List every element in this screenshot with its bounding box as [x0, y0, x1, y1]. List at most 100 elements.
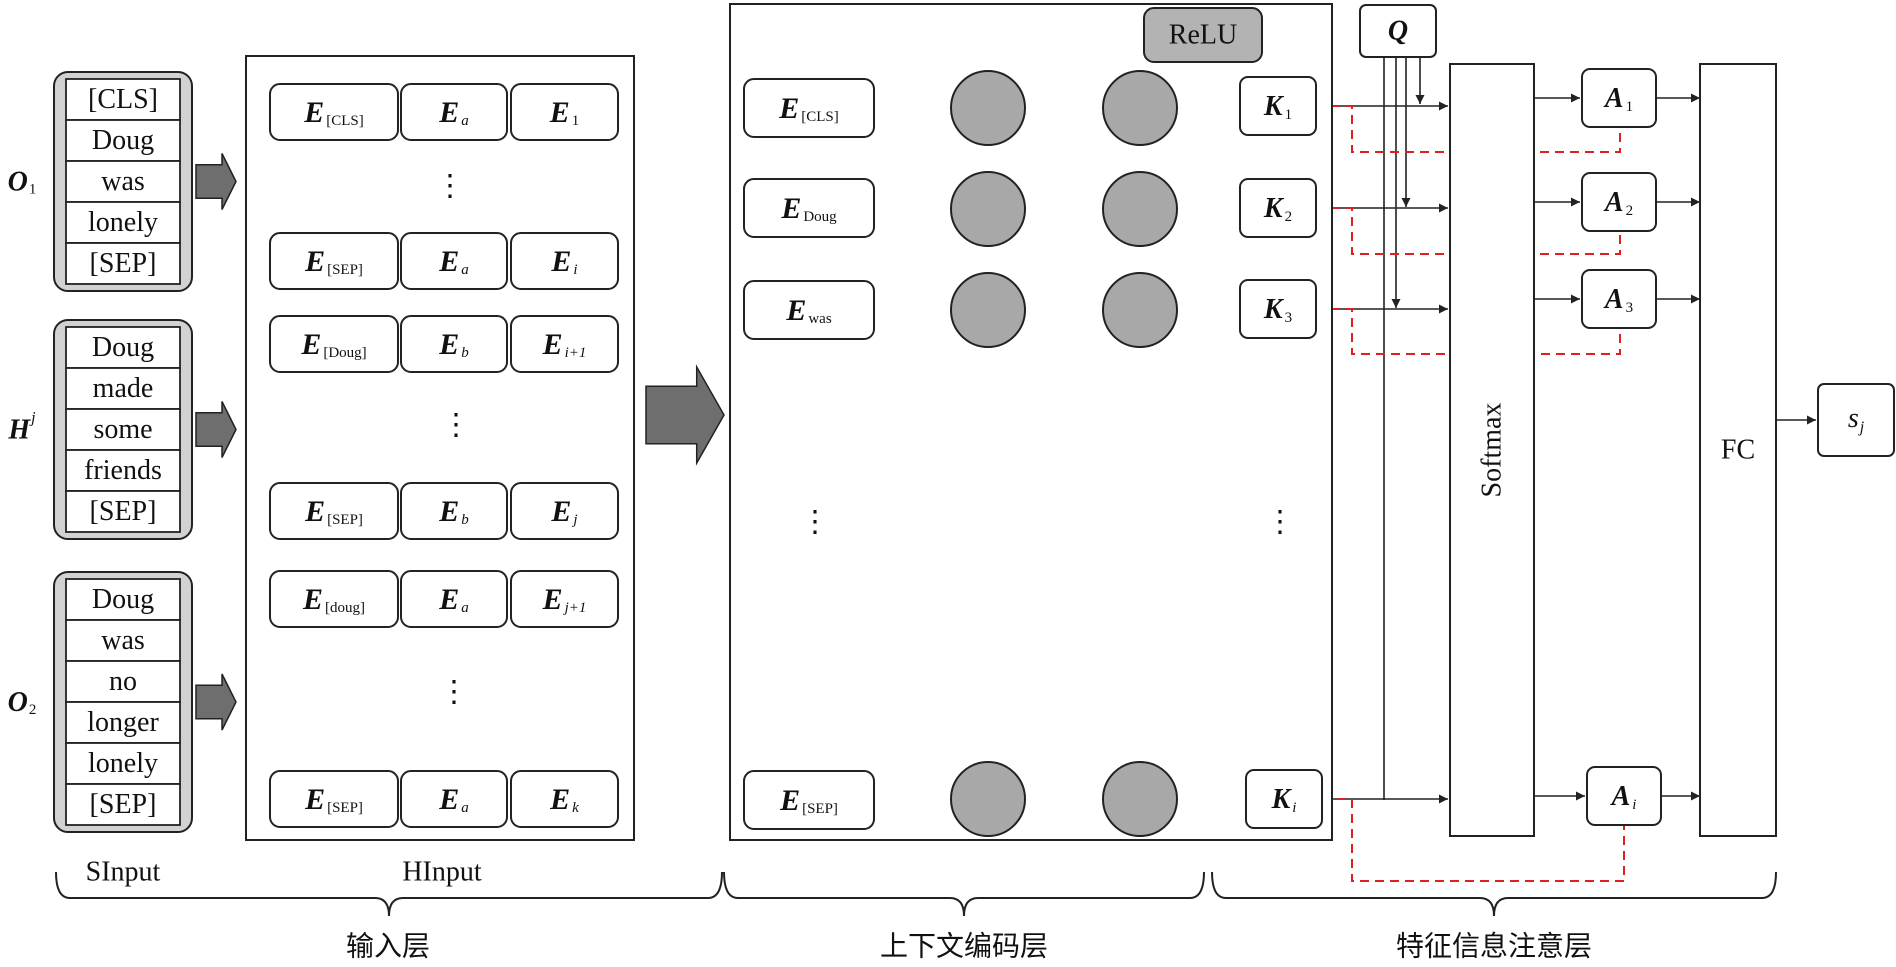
token-text: was [101, 625, 145, 656]
token-cell [65, 701, 181, 744]
token-text: Doug [92, 125, 154, 156]
vertical-ellipsis: ⋮ [441, 409, 471, 442]
key-cell [1245, 769, 1323, 829]
query-label: Q [1388, 16, 1408, 47]
attention-layer-brace [1211, 871, 1777, 917]
hinput-embedding-cell [400, 570, 508, 628]
hinput-embedding-cell [510, 83, 619, 141]
hinput-embedding-label: E[CLS] [303, 96, 364, 130]
encoder-input-cell [743, 280, 875, 340]
hinput-embedding-cell [269, 570, 399, 628]
hinput-embedding-cell [400, 770, 508, 828]
hinput-embedding-label: E[SEP] [304, 495, 363, 529]
token-text: [SEP] [90, 789, 157, 820]
hinput-embedding-label: E[doug] [302, 583, 365, 617]
residual-dashed-line [1316, 308, 1621, 355]
hinput-embedding-cell [400, 83, 508, 141]
token-text: lonely [88, 748, 158, 779]
token-text: was [101, 166, 145, 197]
input-layer-brace [55, 871, 723, 917]
token-cell [65, 242, 181, 285]
hidden-node-l2 [1102, 761, 1178, 837]
fc-box [1699, 63, 1777, 837]
layer-caption: 上下文编码层 [880, 930, 1048, 963]
attention-cell [1581, 269, 1657, 329]
hidden-node-l1 [950, 272, 1026, 348]
hinput-embedding-cell [400, 482, 508, 540]
token-text: no [109, 666, 137, 697]
token-cell [65, 408, 181, 451]
token-text: lonely [88, 207, 158, 238]
hinput-embedding-cell [510, 315, 619, 373]
softmax-box [1449, 63, 1535, 837]
token-text: friends [84, 455, 162, 486]
encoder-input-cell [743, 178, 875, 238]
encoder-input-label: E[CLS] [778, 92, 839, 126]
token-text: longer [87, 707, 159, 738]
residual-dashed-line [1316, 207, 1621, 255]
residual-dashed-line [1322, 798, 1625, 882]
token-text: [SEP] [90, 496, 157, 527]
big-block-arrow [645, 364, 725, 466]
token-cell [65, 78, 181, 121]
hinput-caption: HInput [402, 857, 482, 888]
encoder-input-label: E[SEP] [779, 784, 838, 818]
residual-dashed-line [1316, 105, 1621, 153]
vertical-ellipsis: ⋮ [800, 506, 830, 539]
hinput-embedding-cell [400, 315, 508, 373]
hinput-embedding-cell [510, 570, 619, 628]
hinput-panel [245, 55, 635, 841]
key-cell [1239, 178, 1317, 238]
hinput-embedding-cell [510, 482, 619, 540]
vertical-ellipsis: ⋮ [439, 676, 469, 709]
hidden-node-l1 [950, 171, 1026, 247]
hidden-node-l2 [1102, 70, 1178, 146]
token-text: made [93, 373, 154, 404]
sinput-caption: SInput [86, 857, 161, 888]
attention-cell [1581, 172, 1657, 232]
token-cell [65, 490, 181, 533]
score-box [1817, 383, 1895, 457]
vertical-ellipsis: ⋮ [1265, 506, 1295, 539]
softmax-label: Softmax [1477, 403, 1508, 498]
key-cell [1239, 76, 1317, 136]
hinput-embedding-cell [269, 232, 399, 290]
relu-box [1143, 7, 1263, 63]
token-text: [CLS] [88, 84, 158, 115]
token-text: some [93, 414, 152, 445]
query-box [1359, 4, 1437, 58]
hinput-embedding-cell [510, 770, 619, 828]
token-cell [65, 449, 181, 492]
hinput-embedding-cell [269, 83, 399, 141]
sinput-group-label: O2 [8, 687, 37, 719]
hinput-embedding-cell [269, 482, 399, 540]
token-cell [65, 783, 181, 826]
score-label: sj [1848, 403, 1865, 436]
layer-caption: 输入层 [346, 930, 430, 963]
attention-cell [1581, 68, 1657, 128]
hinput-embedding-cell [269, 315, 399, 373]
encoder-layer-brace [723, 871, 1205, 917]
hidden-node-l1 [950, 70, 1026, 146]
relu-label: ReLU [1169, 20, 1237, 51]
token-text: Doug [92, 332, 154, 363]
hinput-embedding-label: E[Doug] [300, 328, 366, 362]
hinput-embedding-cell [400, 232, 508, 290]
attention-cell [1586, 766, 1662, 826]
vertical-ellipsis: ⋮ [435, 170, 465, 203]
